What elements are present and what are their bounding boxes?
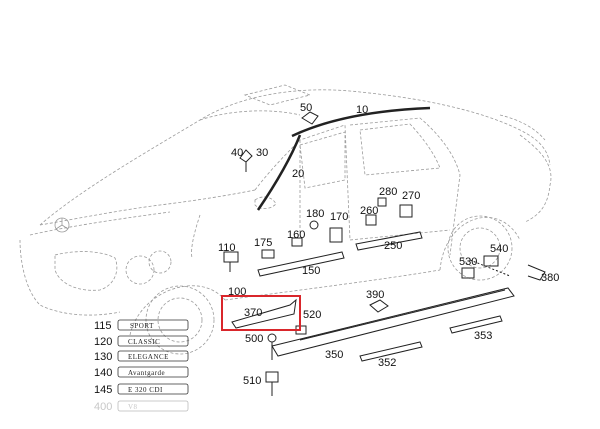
clip-280-part bbox=[377, 197, 387, 207]
roof-trim-part bbox=[291, 106, 431, 138]
callout-175: 175 bbox=[254, 237, 272, 249]
clip-390-part bbox=[369, 299, 389, 313]
bracket-110-part bbox=[223, 251, 239, 263]
emblem-text-145: E 320 CDI bbox=[128, 386, 163, 394]
trim-353-part bbox=[449, 315, 503, 334]
callout-40: 40 bbox=[231, 147, 243, 159]
callout-110: 110 bbox=[218, 242, 236, 254]
emblem-number-130: 130 bbox=[94, 351, 112, 363]
callout-50: 50 bbox=[300, 102, 312, 114]
clip-260-part bbox=[365, 214, 377, 226]
callout-500: 500 bbox=[245, 333, 263, 345]
rear-door-molding-part bbox=[355, 231, 423, 251]
side-sill-part bbox=[271, 287, 515, 357]
callout-352: 352 bbox=[378, 357, 396, 369]
emblem-text-115: SPORT bbox=[130, 322, 154, 330]
callout-100: 100 bbox=[228, 286, 246, 298]
end-cap-370-part bbox=[231, 298, 297, 329]
car-outline bbox=[19, 84, 552, 355]
front-door-molding-part bbox=[257, 251, 345, 277]
fastener-500-part bbox=[267, 333, 277, 343]
emblem-number-140: 140 bbox=[94, 367, 112, 379]
trim-352-part bbox=[359, 341, 423, 362]
emblem-badge-145 bbox=[117, 383, 189, 395]
emblem-badge-140 bbox=[117, 366, 189, 378]
clip-270-part bbox=[399, 204, 413, 218]
callout-30: 30 bbox=[256, 147, 268, 159]
callout-labels: 10 20 30 40 50 100 110 150 160 170 175 1… bbox=[218, 102, 559, 387]
emblem-badge-120 bbox=[117, 335, 189, 347]
emblem-text-400: V8 bbox=[128, 403, 138, 411]
callout-540: 540 bbox=[490, 243, 508, 255]
clip-540-part bbox=[483, 255, 499, 267]
emblem-number-120: 120 bbox=[94, 336, 112, 348]
emblem-badge-115 bbox=[117, 319, 189, 331]
highlight-box-370 bbox=[221, 295, 301, 331]
clip-40-part bbox=[239, 149, 253, 163]
trim-170-part bbox=[329, 227, 343, 243]
clip-175-part bbox=[261, 249, 275, 259]
rear-bracket-380-part bbox=[527, 264, 546, 281]
callout-250: 250 bbox=[384, 240, 402, 252]
emblem-number-145: 145 bbox=[94, 384, 112, 396]
clip-530-part bbox=[461, 267, 475, 279]
fastener-510-part bbox=[265, 371, 279, 383]
callout-510: 510 bbox=[243, 375, 261, 387]
parts bbox=[223, 106, 546, 396]
callout-380: 380 bbox=[541, 272, 559, 284]
emblem-text-140: Avantgarde bbox=[128, 369, 165, 377]
callout-370: 370 bbox=[244, 307, 262, 319]
callout-160: 160 bbox=[287, 229, 305, 241]
clip-160-part bbox=[291, 237, 303, 247]
emblem-number-400: 400 bbox=[94, 401, 112, 413]
callout-20: 20 bbox=[292, 168, 304, 180]
callout-390: 390 bbox=[366, 289, 384, 301]
emblem-number-115: 115 bbox=[94, 320, 112, 332]
emblem-list: 115 120 130 140 145 400 SPORT CLASSIC EL… bbox=[94, 319, 189, 413]
clip-50-part bbox=[301, 111, 319, 125]
callout-150: 150 bbox=[302, 265, 320, 277]
callout-350: 350 bbox=[325, 349, 343, 361]
callout-280: 280 bbox=[379, 186, 397, 198]
emblem-badge-400 bbox=[117, 400, 189, 412]
callout-10: 10 bbox=[356, 104, 368, 116]
screw-180-part bbox=[309, 220, 319, 230]
callout-180: 180 bbox=[306, 208, 324, 220]
emblem-badge-130 bbox=[117, 350, 189, 362]
callout-170: 170 bbox=[330, 211, 348, 223]
callout-260: 260 bbox=[360, 205, 378, 217]
callout-530: 530 bbox=[459, 256, 477, 268]
emblem-text-130: ELEGANCE bbox=[128, 353, 169, 361]
a-pillar-trim-part bbox=[256, 134, 302, 211]
emblem-text-120: CLASSIC bbox=[128, 338, 160, 346]
mercedes-star-icon bbox=[54, 217, 70, 233]
callout-270: 270 bbox=[402, 190, 420, 202]
callout-353: 353 bbox=[474, 330, 492, 342]
callout-520: 520 bbox=[303, 309, 321, 321]
